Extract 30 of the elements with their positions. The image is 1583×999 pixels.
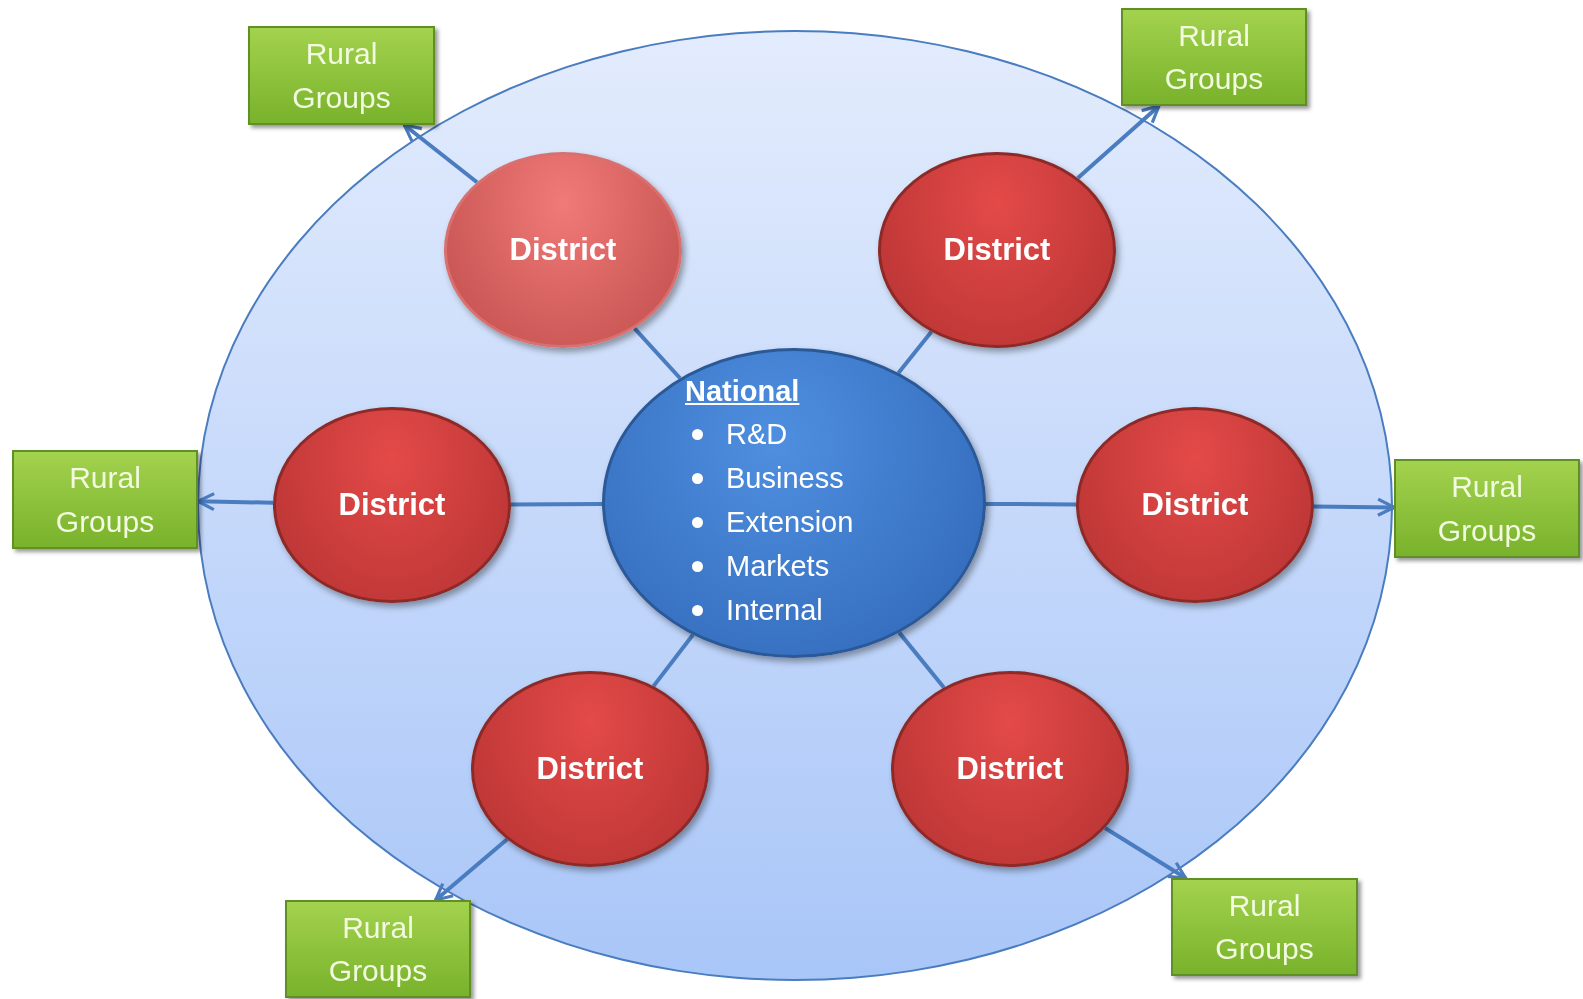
arrow: [402, 123, 479, 184]
connector-line: [896, 330, 933, 375]
node-label: District: [509, 232, 617, 268]
connector-line: [511, 501, 602, 507]
node-label: District: [956, 751, 1064, 787]
rural-groups-box: [1394, 459, 1580, 558]
node-label: District: [1141, 487, 1249, 523]
arrow: [434, 837, 509, 902]
connector-line: [986, 501, 1076, 507]
bullet-item: Business: [690, 455, 983, 500]
node-label: District: [536, 751, 644, 787]
bullet-item: R&D: [690, 411, 983, 456]
rural-groups-box: [285, 900, 471, 998]
box-label: Rural Groups: [1163, 17, 1265, 97]
bullet-item: Extension: [690, 499, 983, 544]
bullet-item: Internal: [690, 587, 983, 632]
heading: National: [685, 374, 801, 408]
box-label: Rural Groups: [54, 460, 156, 540]
connector-line: [897, 631, 946, 689]
node-label: District: [338, 487, 446, 523]
box-label: Rural Groups: [1214, 887, 1315, 967]
rural-groups-box: [1121, 8, 1307, 106]
arrow: [1076, 104, 1161, 180]
bullet-item: Markets: [690, 543, 983, 588]
node-label: District: [943, 232, 1051, 268]
rural-groups-box: [12, 450, 198, 549]
box-label: Rural Groups: [291, 36, 392, 116]
box-label: Rural Groups: [1436, 469, 1538, 549]
box-label: Rural Groups: [327, 909, 429, 989]
connector-line: [651, 633, 695, 688]
